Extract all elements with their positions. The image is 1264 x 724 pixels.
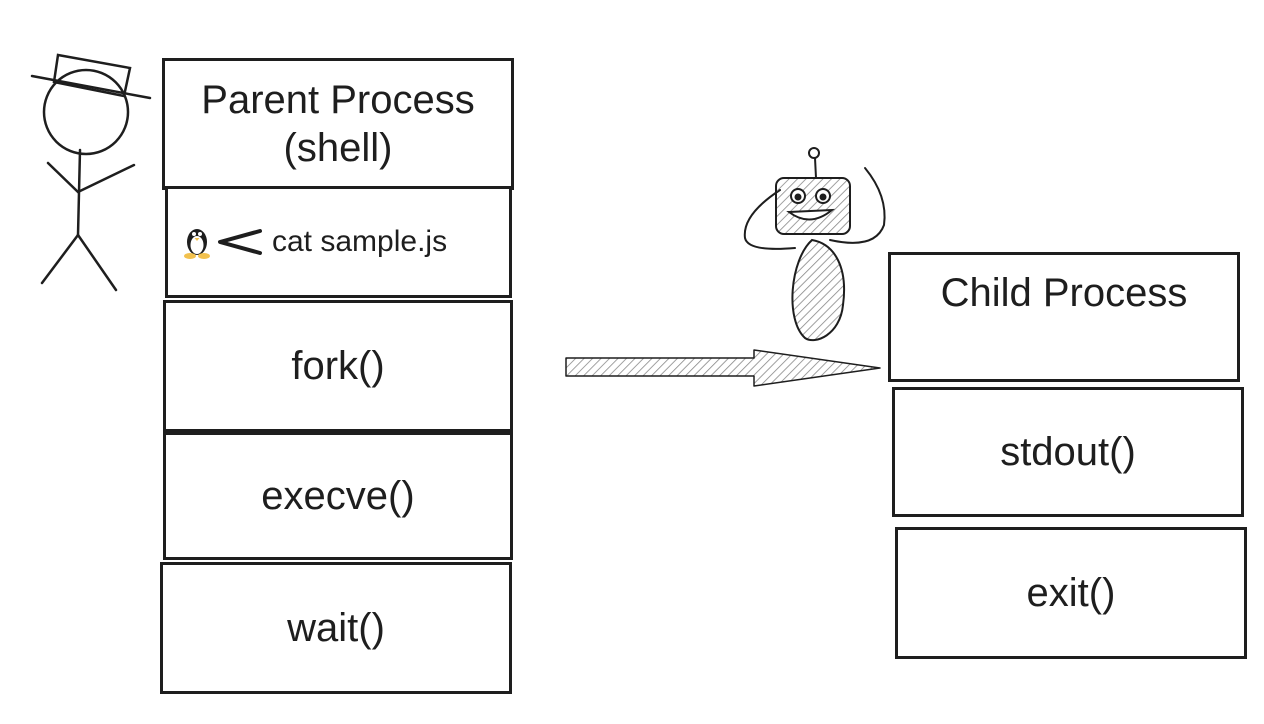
parent-step-label: execve() (261, 474, 415, 518)
parent-process-title: Parent Process (201, 78, 475, 122)
parent-step-label: wait() (287, 606, 385, 650)
parent-step-box: fork() (163, 300, 513, 432)
robot-icon (743, 147, 886, 342)
child-step-box: stdout() (892, 387, 1244, 517)
child-step-label: exit() (1026, 571, 1116, 615)
child-step-box: exit() (895, 527, 1247, 659)
child-process-title-box: Child Process (888, 252, 1240, 382)
child-step-label: stdout() (1000, 430, 1136, 474)
parent-process-subtitle: (shell) (283, 126, 393, 170)
parent-command-box: cat sample.js (165, 186, 512, 298)
parent-step-box: execve() (163, 432, 513, 560)
less-than-prompt-icon (218, 229, 262, 255)
parent-step-label: fork() (291, 344, 385, 388)
child-process-title: Child Process (940, 271, 1188, 315)
stick-figure-icon (30, 53, 152, 292)
parent-step-box: wait() (160, 562, 512, 694)
command-text: cat sample.js (272, 225, 448, 258)
parent-process-title-box: Parent Process (shell) (162, 58, 514, 190)
tux-penguin-icon (184, 229, 210, 259)
fork-arrow (565, 349, 881, 387)
